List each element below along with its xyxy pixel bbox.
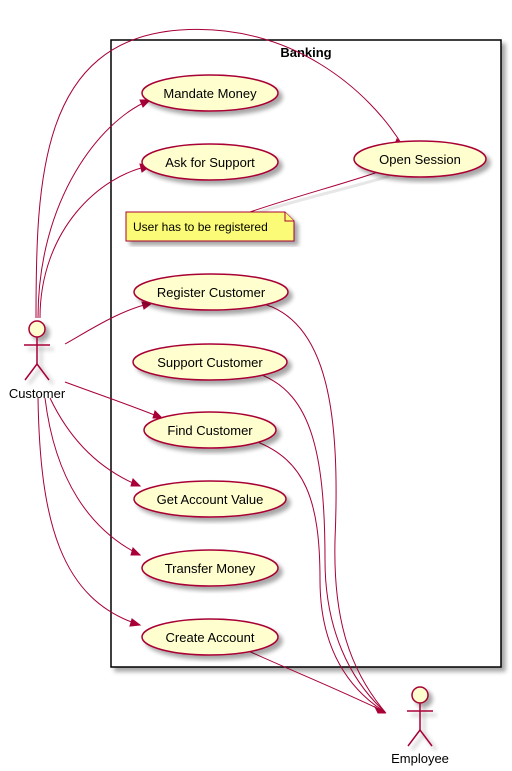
arrowhead (130, 478, 142, 487)
actor-customer: Customer (9, 320, 66, 401)
usecase-ask-for-support: Ask for Support (141, 143, 279, 181)
usecase-open-session: Open Session (353, 140, 487, 178)
actor-employee: Employee (391, 686, 449, 766)
note-text: User has to be registered (133, 220, 268, 234)
usecase-find-customer: Find Customer (143, 411, 277, 449)
employee-stick-figure-icon (407, 686, 433, 747)
usecase-label: Open Session (379, 152, 461, 167)
usecase-label: Register Customer (157, 285, 266, 300)
system-title: Banking (280, 45, 331, 60)
edge-customer-open-session (35, 28, 405, 319)
usecase-label: Transfer Money (165, 561, 256, 576)
edge-customer-ask-support (39, 165, 151, 319)
edge-customer-mandate-money (37, 99, 151, 319)
usecase-register-customer: Register Customer (133, 273, 289, 311)
actor-label: Employee (391, 751, 449, 766)
usecase-label: Get Account Value (157, 492, 264, 507)
usecase-transfer-money: Transfer Money (141, 549, 279, 587)
arrowhead (130, 547, 142, 556)
arrowhead (373, 705, 387, 714)
employee-edges (243, 302, 387, 714)
note-connector (249, 171, 391, 216)
edge-customer-transfer-money (44, 397, 141, 556)
usecase-support-customer: Support Customer (132, 343, 288, 381)
edge-create-account-employee (243, 648, 386, 713)
usecase-get-account-value: Get Account Value (133, 480, 287, 518)
usecase-label: Ask for Support (165, 155, 255, 170)
actor-label: Customer (9, 386, 66, 401)
usecase-mandate-money: Mandate Money (141, 74, 279, 112)
edge-register-customer-employee (259, 302, 386, 713)
usecase-label: Mandate Money (163, 86, 257, 101)
edge-customer-get-account-value (49, 397, 141, 487)
edge-support-customer-employee (261, 374, 386, 713)
arrowhead (152, 410, 164, 419)
edge-customer-find-customer (64, 381, 163, 419)
note: User has to be registered (125, 211, 295, 242)
edge-customer-create-account (37, 397, 141, 626)
customer-stick-figure-icon (24, 320, 50, 381)
usecase-label: Support Customer (157, 355, 263, 370)
usecase-label: Find Customer (167, 423, 253, 438)
edge-customer-register-customer (64, 302, 153, 345)
edge-find-customer-employee (254, 440, 386, 713)
arrowhead (139, 99, 152, 108)
arrowhead (129, 618, 142, 627)
usecase-label: Create Account (166, 630, 255, 645)
usecase-create-account: Create Account (141, 618, 279, 656)
